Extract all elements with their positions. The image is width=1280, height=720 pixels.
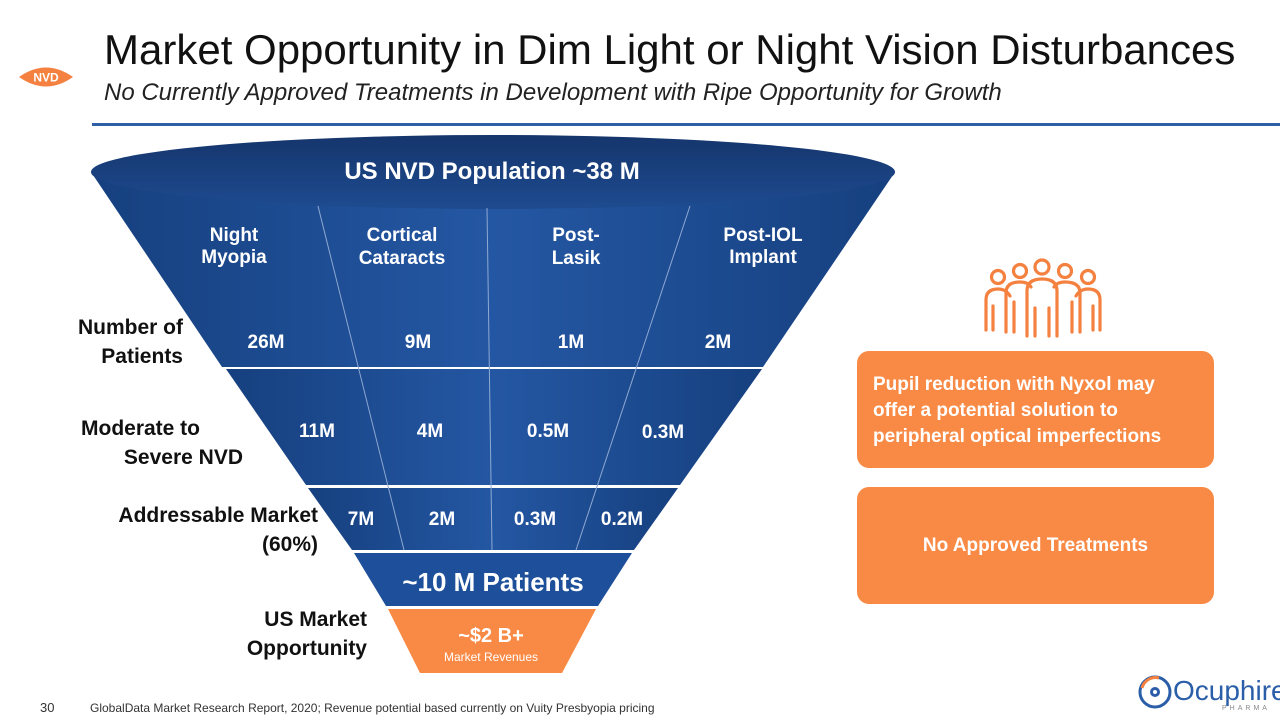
title-divider: [92, 123, 1280, 126]
funnel-section-patients: [91, 172, 895, 367]
badge-text: NVD: [33, 71, 59, 85]
funnel-rim: [91, 135, 895, 209]
nvd-badge: NVD: [19, 67, 73, 87]
column-divider: [575, 205, 691, 551]
population-label: US NVD Population ~38 M: [344, 158, 639, 185]
no-treatment-text: No Approved Treatments: [922, 534, 1149, 556]
funnel-section-market: [388, 609, 596, 673]
solution-callout: Pupil reduction with Nyxol may offer a p…: [857, 351, 1214, 468]
value-label: 7M: [348, 509, 374, 530]
footer-source: GlobalData Market Research Report, 2020;…: [90, 701, 655, 715]
category-label: Cataracts: [359, 248, 446, 269]
value-label: 9M: [405, 332, 431, 353]
row-label-market: US Market Opportunity: [246, 608, 367, 660]
category-label: Lasik: [552, 248, 601, 269]
logo-sub: PHARMA: [1222, 705, 1270, 712]
solution-text: Pupil reduction with Nyxol may offer a p…: [873, 374, 1162, 447]
category-label: Cortical: [367, 225, 438, 246]
funnel-section-moderate: [226, 369, 762, 485]
value-label: 0.2M: [601, 509, 643, 530]
category-label: Implant: [729, 247, 797, 268]
no-treatment-callout: No Approved Treatments: [857, 487, 1214, 604]
slide-title: Market Opportunity in Dim Light or Night…: [104, 26, 1236, 73]
page-number: 30: [40, 700, 55, 715]
row-label-patients: Number of Patients: [78, 316, 183, 368]
value-label: 0.5M: [527, 421, 569, 442]
column-divider: [317, 205, 405, 551]
logo-name: Ocuphire: [1173, 675, 1280, 706]
ocuphire-logo-icon: [1138, 675, 1172, 709]
column-divider: [486, 207, 493, 551]
slide-subtitle: No Currently Approved Treatments in Deve…: [104, 79, 1002, 106]
row-label-moderate: Moderate to Severe NVD: [81, 417, 243, 469]
category-label: Night: [210, 225, 259, 246]
market-value: ~$2 B+: [458, 625, 524, 647]
funnel-section-total: [354, 553, 632, 606]
market-caption: Market Revenues: [444, 650, 538, 664]
value-label: 2M: [429, 509, 455, 530]
value-label: 1M: [558, 332, 584, 353]
value-label: 0.3M: [642, 422, 684, 443]
value-label: 2M: [705, 332, 731, 353]
category-label: Post-IOL: [723, 225, 803, 246]
value-label: 26M: [248, 332, 285, 353]
value-label: 0.3M: [514, 509, 556, 530]
value-label: 4M: [417, 421, 443, 442]
row-label-addressable: Addressable Market (60%): [118, 504, 318, 556]
category-label: Myopia: [201, 247, 267, 268]
total-patients: ~10 M Patients: [402, 567, 583, 597]
category-label: Post-: [552, 225, 600, 246]
people-group-icon: [984, 258, 1102, 338]
value-label: 11M: [299, 421, 335, 442]
